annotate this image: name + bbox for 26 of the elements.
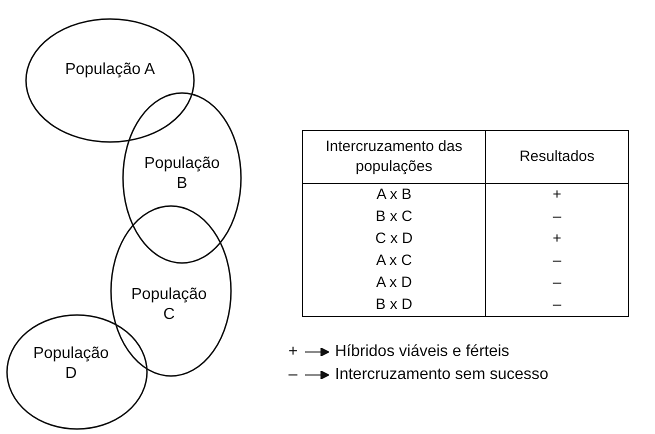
population-label: População C	[130, 285, 208, 325]
legend-text: Híbridos viáveis e férteis	[335, 343, 510, 361]
legend-symbol: +	[287, 343, 299, 361]
population-ellipse	[122, 92, 242, 264]
population-ellipse	[110, 205, 232, 377]
population-ellipse	[25, 18, 195, 143]
legend-symbol: –	[288, 366, 298, 384]
column-header: Resultados	[486, 130, 628, 184]
population-label: População A	[65, 60, 155, 80]
table-cell: A x D	[302, 272, 486, 294]
table-cell: –	[486, 250, 628, 272]
table-cell: C x D	[302, 228, 486, 250]
table-cell: –	[486, 294, 628, 316]
table-cell: –	[486, 272, 628, 294]
table-cell: A x C	[302, 250, 486, 272]
table-cell: +	[486, 184, 628, 206]
population-label: População B	[143, 154, 221, 194]
table-cell: B x D	[302, 294, 486, 316]
table-cell: B x C	[302, 206, 486, 228]
column-header: Intercruzamento das populações	[302, 130, 486, 184]
table-cell: +	[486, 228, 628, 250]
population-ellipse	[6, 314, 148, 430]
legend-text: Intercruzamento sem sucesso	[335, 366, 548, 384]
population-label: População D	[32, 344, 110, 384]
table-cell: A x B	[302, 184, 486, 206]
table-cell: –	[486, 206, 628, 228]
